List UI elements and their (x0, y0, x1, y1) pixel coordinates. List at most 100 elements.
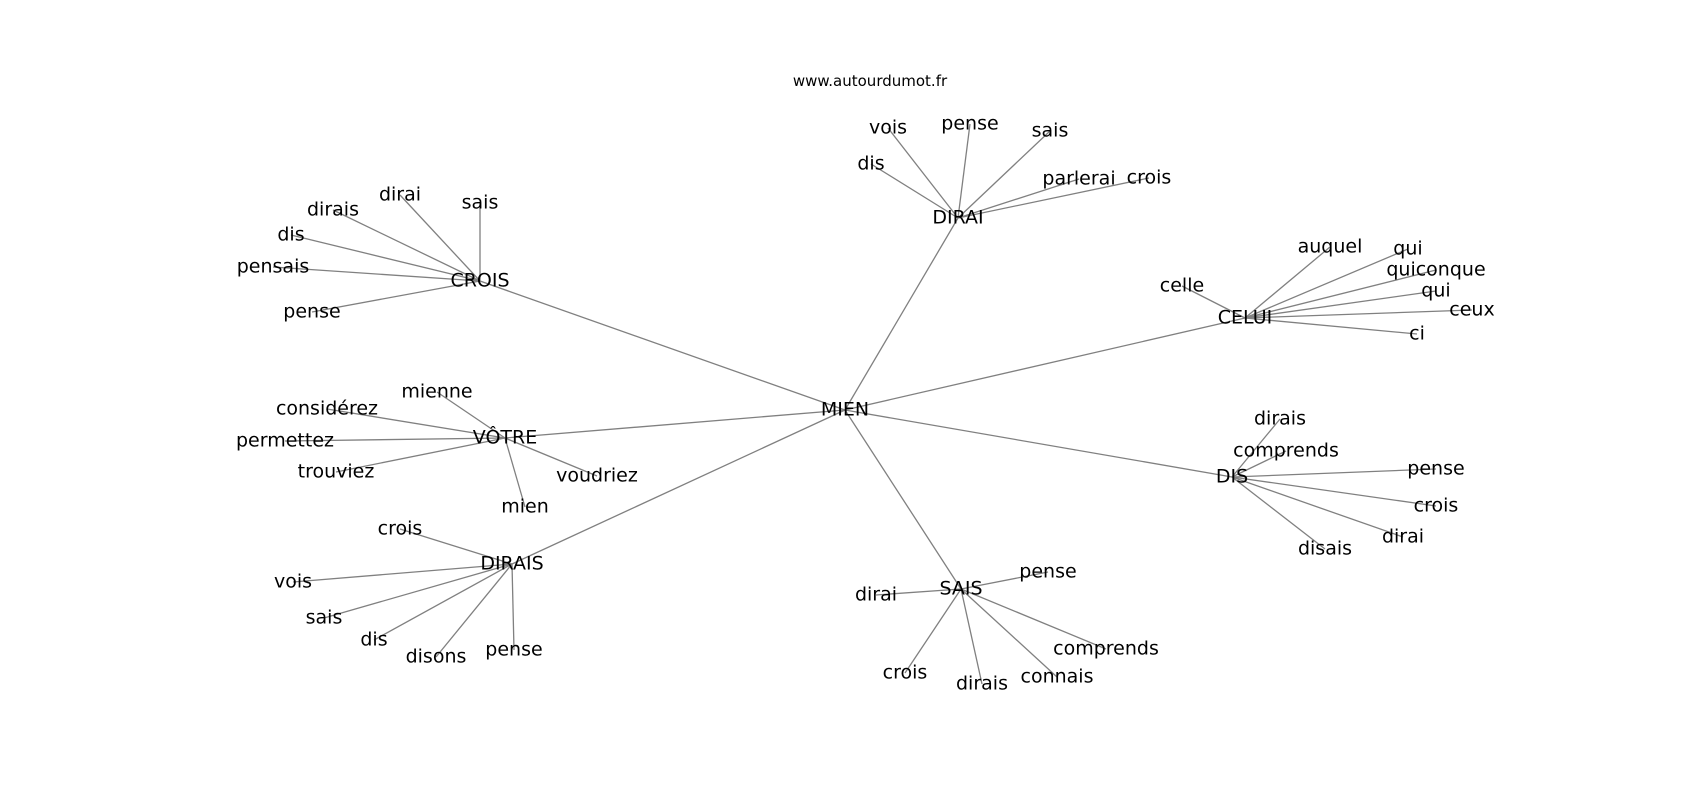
edge-dirais-sais (323, 563, 513, 619)
center-node-mien: MIEN (821, 399, 869, 421)
leaf-node-crois: crois (1414, 495, 1459, 517)
edge-dis-pense (1231, 468, 1437, 478)
edge-votre-considerez (326, 408, 506, 439)
leaf-node-disons: disons (406, 646, 467, 668)
leaf-node-vois: vois (869, 117, 907, 139)
edge-dirais-vois (292, 563, 513, 583)
edge-sais-connais (960, 588, 1058, 678)
edge-mien-votre (504, 409, 846, 439)
edge-dis-dirais (1231, 418, 1281, 478)
leaf-node-qui: qui (1393, 238, 1422, 260)
hub-node-dirai: DIRAI (932, 207, 983, 229)
edge-celui-qui (1244, 248, 1409, 319)
edge-votre-permettez (284, 437, 506, 442)
leaf-node-crois: crois (883, 662, 928, 684)
edge-dis-disais (1231, 476, 1326, 550)
hub-node-dis: DIS (1216, 466, 1248, 488)
leaf-node-crois: crois (1127, 167, 1172, 189)
leaf-node-parlerai: parlerai (1042, 168, 1115, 190)
hub-node-votre: VÔTRE (473, 425, 537, 449)
edge-mien-crois (479, 280, 846, 411)
edge-dirai-dis (870, 163, 959, 219)
edge-dirais-dis (373, 563, 513, 641)
leaf-node-comprends: comprends (1233, 440, 1339, 462)
edge-sais-pense (960, 571, 1049, 590)
leaf-node-pensais: pensais (237, 256, 310, 278)
leaf-node-celle: celle (1160, 275, 1204, 297)
leaf-node-pense: pense (283, 301, 340, 323)
edge-dirai-vois (887, 127, 959, 219)
edges-layer (272, 123, 1473, 685)
leaf-node-sais: sais (306, 607, 343, 629)
leaf-node-auquel: auquel (1298, 236, 1363, 258)
edge-crois-dirais (332, 209, 481, 282)
leaf-node-vois: vois (274, 571, 312, 593)
leaf-node-connais: connais (1021, 666, 1094, 688)
edge-dirai-crois (957, 177, 1150, 219)
edge-crois-dirai (399, 194, 481, 282)
edge-votre-voudriez (504, 437, 598, 477)
leaf-node-dirais: dirais (956, 673, 1008, 695)
edge-dis-dirai (1231, 476, 1404, 538)
leaf-node-dis: dis (360, 629, 387, 651)
leaf-node-dis: dis (277, 224, 304, 246)
leaf-node-sais: sais (1032, 120, 1069, 142)
hub-node-dirais: DIRAIS (480, 553, 543, 575)
edge-votre-trouviez (335, 437, 506, 473)
leaf-node-permettez: permettez (236, 430, 334, 452)
edge-crois-pensais (272, 266, 481, 282)
edge-dirais-crois (399, 528, 513, 565)
edge-dis-crois (1231, 476, 1437, 507)
edge-dirais-pense (511, 563, 515, 651)
edge-crois-dis (290, 234, 481, 282)
edge-sais-comprends (960, 588, 1107, 650)
edge-votre-mien (504, 437, 526, 508)
edge-celui-ceux (1244, 309, 1473, 319)
edge-celui-ci (1244, 317, 1418, 335)
leaf-node-ci: ci (1409, 323, 1425, 345)
edge-mien-celui (844, 317, 1246, 411)
leaf-node-considerez: considérez (276, 398, 378, 420)
edge-votre-mienne (436, 391, 506, 439)
leaf-node-trouviez: trouviez (298, 461, 375, 483)
edge-mien-dis (844, 409, 1233, 478)
leaf-node-pense: pense (485, 639, 542, 661)
leaf-node-pense: pense (1407, 458, 1464, 480)
hub-node-sais: SAIS (939, 578, 982, 600)
leaf-node-quiconque: quiconque (1386, 259, 1485, 281)
edge-celui-celle (1181, 285, 1246, 319)
edge-sais-crois (904, 588, 962, 674)
hub-node-crois: CROIS (450, 270, 509, 292)
edge-crois-pense (311, 280, 481, 313)
leaf-node-mien: mien (501, 496, 549, 518)
leaf-node-dirai: dirai (855, 584, 897, 606)
edge-celui-auquel (1244, 246, 1331, 319)
edge-dirai-pense (957, 123, 971, 219)
leaf-node-mienne: mienne (401, 381, 472, 403)
leaf-node-qui: qui (1421, 280, 1450, 302)
leaf-node-dirai: dirai (379, 184, 421, 206)
edge-sais-dirai (875, 588, 962, 596)
leaf-node-voudriez: voudriez (556, 465, 638, 487)
leaf-node-pense: pense (941, 113, 998, 135)
edge-celui-qui (1244, 290, 1437, 319)
edge-dirai-sais (957, 130, 1051, 219)
source-url: www.autourdumot.fr (792, 72, 948, 90)
leaf-node-disais: disais (1298, 538, 1352, 560)
leaf-node-pense: pense (1019, 561, 1076, 583)
leaf-node-sais: sais (462, 192, 499, 214)
edge-dirais-disons (435, 563, 513, 658)
leaf-node-dirai: dirai (1382, 526, 1424, 548)
leaf-node-dis: dis (857, 153, 884, 175)
edge-dis-comprends (1231, 450, 1287, 478)
edge-mien-dirais (511, 409, 846, 565)
leaf-node-comprends: comprends (1053, 638, 1159, 660)
leaf-node-dirais: dirais (307, 199, 359, 221)
leaf-node-dirais: dirais (1254, 408, 1306, 430)
edge-mien-dirai (844, 217, 959, 411)
leaf-node-crois: crois (378, 518, 423, 540)
edge-mien-sais (844, 409, 962, 590)
edge-dirai-parlerai (957, 178, 1080, 219)
